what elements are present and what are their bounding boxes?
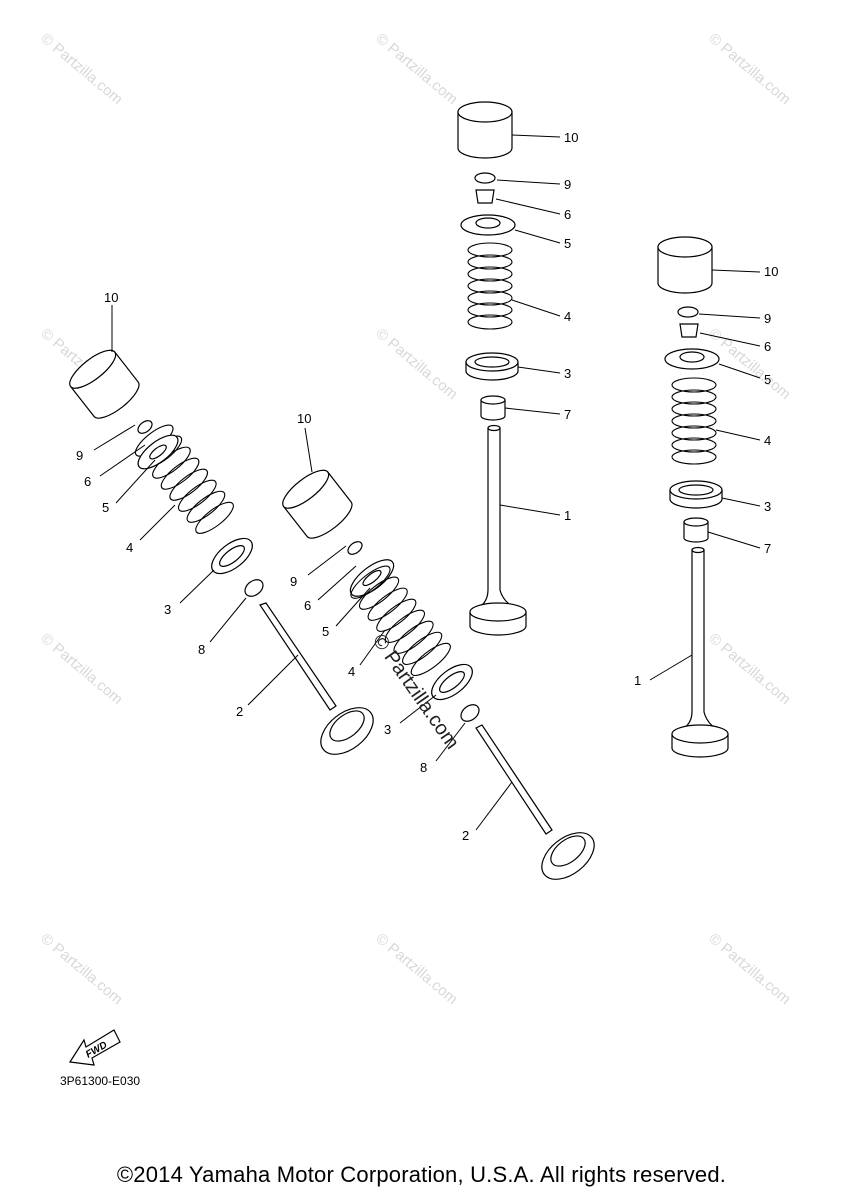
callout-label: 6	[764, 339, 771, 354]
callout-label: 6	[304, 598, 311, 613]
callout-label: 10	[764, 264, 778, 279]
watermark: © Partzilla.com	[37, 30, 125, 108]
watermark: © Partzilla.com	[705, 930, 793, 1008]
callout-label: 5	[764, 372, 771, 387]
copyright-notice: ©2014 Yamaha Motor Corporation, U.S.A. A…	[116, 1162, 727, 1187]
valve-assembly-3: 10 9 6 5 4 3 8 2	[69, 290, 374, 755]
callout-label: 10	[564, 130, 578, 145]
callout-label: 9	[764, 311, 771, 326]
callout-label: 8	[198, 642, 205, 657]
callout-label: 3	[764, 499, 771, 514]
callout-label: 5	[564, 236, 571, 251]
callout-label: 3	[564, 366, 571, 381]
watermark: © Partzilla.com	[37, 630, 125, 708]
callout-label: 3	[164, 602, 171, 617]
callout-label: 6	[84, 474, 91, 489]
watermark: © Partzilla.com	[705, 30, 793, 108]
callout-label: 9	[564, 177, 571, 192]
watermark-layer: © Partzilla.com © Partzilla.com © Partzi…	[37, 30, 793, 1008]
callout-label: 3	[384, 722, 391, 737]
watermark: © Partzilla.com	[372, 930, 460, 1008]
callout-label: 7	[564, 407, 571, 422]
valve-assembly-1: 10 9 6 5 4 3 7 1	[457, 101, 578, 636]
callout-label: 8	[420, 760, 427, 775]
callout-label: 2	[462, 828, 469, 843]
callout-label: 5	[102, 500, 109, 515]
valve-assembly-2: 10 9 6 5 4 3 7 1	[634, 236, 778, 758]
callout-label: 4	[348, 664, 355, 679]
callout-label: 1	[634, 673, 641, 688]
callout-label: 4	[126, 540, 133, 555]
fwd-label: FWD	[84, 1040, 109, 1061]
callout-label: 4	[764, 433, 771, 448]
callout-label: 4	[564, 309, 571, 324]
callout-label: 6	[564, 207, 571, 222]
watermark: © Partzilla.com	[37, 930, 125, 1008]
callout-label: 5	[322, 624, 329, 639]
fwd-arrow-icon: FWD	[68, 1029, 121, 1066]
watermark: © Partzilla.com	[372, 325, 460, 403]
callout-label: 2	[236, 704, 243, 719]
watermark: © Partzilla.com	[705, 630, 793, 708]
callout-label: 1	[564, 508, 571, 523]
callout-label: 10	[104, 290, 118, 305]
diagram-code: 3P61300-E030	[60, 1074, 141, 1088]
callout-label: 9	[76, 448, 83, 463]
watermark: © Partzilla.com	[372, 30, 460, 108]
callout-label: 9	[290, 574, 297, 589]
valve-assembly-4: 10 9 6 5 4 3 8 2	[282, 411, 595, 880]
callout-label: 7	[764, 541, 771, 556]
callout-label: 10	[297, 411, 311, 426]
